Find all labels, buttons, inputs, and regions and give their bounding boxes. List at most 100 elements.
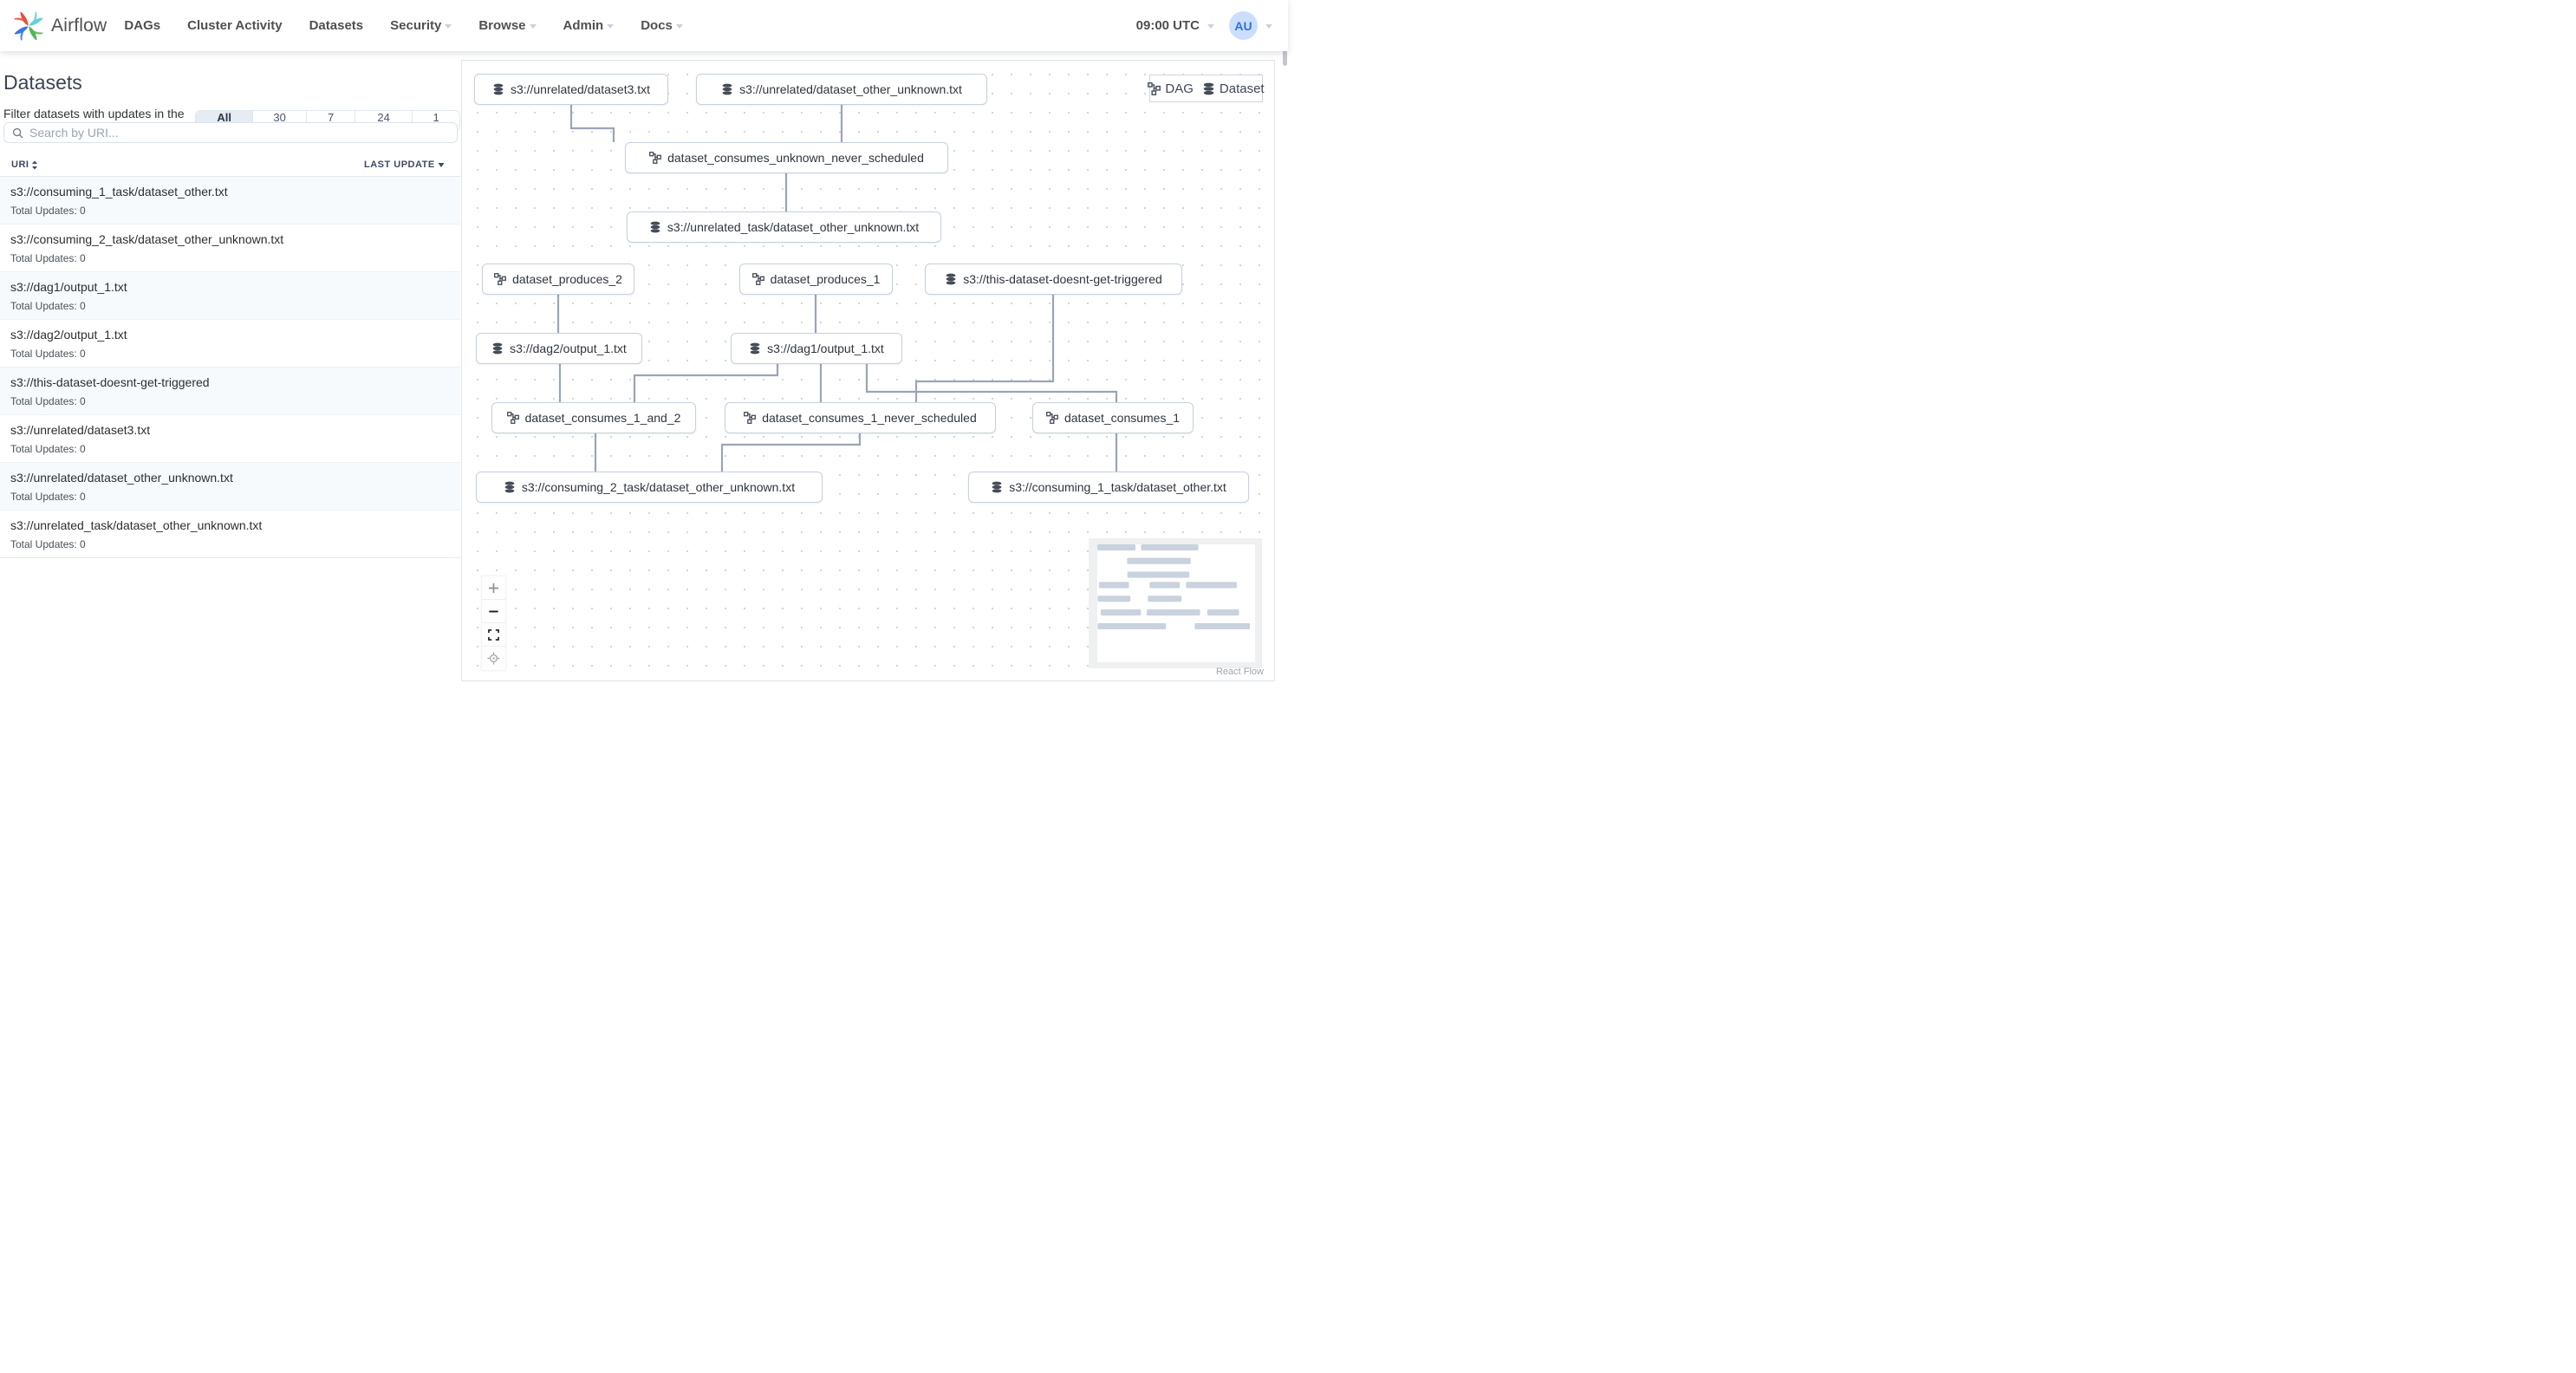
- airflow-brand[interactable]: Airflow: [0, 10, 107, 42]
- dataset-node-s3-consuming-1-task-dataset-other-txt[interactable]: s3://consuming_1_task/dataset_other.txt: [968, 472, 1249, 503]
- clock-chevron-down-icon[interactable]: [1207, 24, 1214, 29]
- minimap-node: [1100, 609, 1142, 616]
- nav-item-dags[interactable]: DAGs: [124, 18, 160, 33]
- user-avatar[interactable]: AU: [1229, 11, 1258, 40]
- node-label: dataset_consumes_1: [1064, 411, 1181, 425]
- nav-item-label: Docs: [641, 18, 673, 33]
- minimap-node: [1098, 582, 1129, 589]
- dataset-total-updates: Total Updates: 0: [10, 395, 86, 407]
- dag-node-dataset-consumes-1-never-scheduled[interactable]: dataset_consumes_1_never_scheduled: [725, 402, 996, 433]
- dataset-uri: s3://consuming_2_task/dataset_other_unkn…: [10, 232, 284, 246]
- search-icon: [12, 127, 23, 139]
- table-header: URI LAST UPDATE: [0, 156, 460, 177]
- plus-icon: [488, 582, 499, 593]
- dag-node-dataset-consumes-1[interactable]: dataset_consumes_1: [1032, 402, 1194, 433]
- zoom-in-button[interactable]: [482, 576, 505, 600]
- graph-edge-dc1ns-to-c2t: [720, 433, 862, 472]
- node-label: s3://unrelated/dataset3.txt: [510, 82, 651, 96]
- node-label: s3://unrelated_task/dataset_other_unknow…: [667, 220, 920, 234]
- dataset-node-s3-dag1-output-1-txt[interactable]: s3://dag1/output_1.txt: [731, 333, 902, 364]
- table-row[interactable]: s3://unrelated/dataset_other_unknown.txt…: [0, 463, 460, 511]
- minimap-node: [1127, 557, 1191, 564]
- dataset-icon: [750, 342, 760, 355]
- nav-item-browse[interactable]: Browse: [478, 18, 537, 33]
- nav-item-admin[interactable]: Admin: [563, 18, 615, 33]
- dataset-node-s3-unrelated-task-dataset-other-unknown-txt[interactable]: s3://unrelated_task/dataset_other_unknow…: [627, 211, 941, 243]
- chevron-down-icon: [607, 24, 615, 29]
- node-label: dataset_consumes_1_never_scheduled: [762, 411, 977, 425]
- node-label: dataset_produces_1: [770, 272, 881, 286]
- dataset-graph-panel[interactable]: s3://unrelated/dataset3.txt s3://unrelate…: [461, 60, 1275, 681]
- dag-icon: [649, 152, 662, 164]
- dag-node-dataset-produces-1[interactable]: dataset_produces_1: [739, 264, 893, 295]
- table-row[interactable]: s3://consuming_2_task/dataset_other_unkn…: [0, 224, 460, 272]
- nav-item-cluster-activity[interactable]: Cluster Activity: [187, 18, 282, 33]
- column-header-last-update[interactable]: LAST UPDATE: [364, 159, 445, 170]
- nav-item-docs[interactable]: Docs: [641, 18, 683, 33]
- nav-item-label: Cluster Activity: [187, 18, 283, 33]
- graph-minimap[interactable]: [1089, 538, 1262, 668]
- dataset-icon: [650, 221, 660, 233]
- dataset-node-s3-this-dataset-doesnt-get-triggered[interactable]: s3://this-dataset-doesnt-get-triggered: [925, 264, 1182, 295]
- fit-view-icon: [488, 628, 499, 641]
- nav-item-label: Admin: [563, 18, 604, 33]
- nav-item-label: Browse: [478, 18, 526, 33]
- graph-legend: DAG Dataset: [1148, 75, 1265, 102]
- dataset-uri: s3://this-dataset-doesnt-get-triggered: [10, 375, 210, 389]
- dataset-total-updates: Total Updates: 0: [10, 252, 86, 264]
- dataset-node-s3-unrelated-dataset-other-unknown-txt[interactable]: s3://unrelated/dataset_other_unknown.txt: [696, 74, 987, 105]
- dag-node-dataset-consumes-1-and-2[interactable]: dataset_consumes_1_and_2: [491, 402, 696, 433]
- minimap-node: [1127, 571, 1190, 578]
- node-label: s3://dag2/output_1.txt: [510, 342, 627, 355]
- page-title: Datasets: [3, 71, 82, 94]
- node-label: dataset_consumes_unknown_never_scheduled: [667, 151, 924, 165]
- timezone-clock[interactable]: 09:00 UTC: [1135, 18, 1200, 33]
- dataset-uri: s3://unrelated/dataset_other_unknown.txt: [10, 471, 233, 485]
- reactflow-attribution: React Flow: [1215, 667, 1264, 677]
- search-box: [3, 122, 458, 143]
- node-label: s3://unrelated/dataset_other_unknown.txt: [739, 82, 962, 96]
- dag-node-dataset-produces-2[interactable]: dataset_produces_2: [482, 264, 634, 295]
- nav-item-label: DAGs: [124, 18, 161, 33]
- dataset-node-s3-dag2-output-1-txt[interactable]: s3://dag2/output_1.txt: [476, 333, 642, 364]
- dataset-total-updates: Total Updates: 0: [10, 491, 86, 503]
- fit-view-button[interactable]: [482, 623, 505, 647]
- user-chevron-down-icon[interactable]: [1265, 24, 1272, 29]
- legend-dataset: Dataset: [1202, 81, 1265, 96]
- dag-node-dataset-consumes-unknown-never-scheduled[interactable]: dataset_consumes_unknown_never_scheduled: [625, 142, 948, 173]
- nav-item-datasets[interactable]: Datasets: [309, 18, 364, 33]
- minimap-node: [1148, 595, 1182, 602]
- brand-name: Airflow: [51, 15, 107, 36]
- minimap-node: [1149, 582, 1181, 589]
- dataset-total-updates: Total Updates: 0: [10, 348, 86, 360]
- column-header-uri[interactable]: URI: [11, 159, 38, 170]
- chevron-down-icon: [675, 24, 683, 29]
- interactive-lock-button[interactable]: [482, 647, 505, 670]
- dag-icon: [1148, 81, 1161, 95]
- dataset-icon: [504, 481, 515, 493]
- graph-edge-ds3-to-dcuns: [569, 105, 615, 142]
- dataset-node-s3-consuming-2-task-dataset-other-unknown-txt[interactable]: s3://consuming_2_task/dataset_other_unkn…: [476, 472, 823, 503]
- airflow-pinwheel-logo-icon: [13, 10, 44, 42]
- nav-item-security[interactable]: Security: [390, 18, 452, 33]
- dag-icon: [744, 412, 757, 424]
- dag-icon: [494, 273, 507, 285]
- nav-item-label: Security: [390, 18, 442, 33]
- chevron-down-icon: [445, 24, 452, 29]
- minimap-node: [1146, 609, 1200, 616]
- search-input[interactable]: [29, 126, 457, 140]
- reactflow-controls: [482, 576, 505, 670]
- node-label: s3://dag1/output_1.txt: [767, 342, 884, 355]
- dataset-node-s3-unrelated-dataset3-txt[interactable]: s3://unrelated/dataset3.txt: [474, 74, 668, 105]
- dag-icon: [1046, 412, 1058, 424]
- node-label: dataset_consumes_1_and_2: [524, 411, 681, 425]
- dataset-icon: [493, 83, 504, 95]
- table-row[interactable]: s3://unrelated_task/dataset_other_unknow…: [0, 511, 460, 558]
- zoom-out-button[interactable]: [482, 600, 505, 623]
- dag-icon: [751, 273, 764, 285]
